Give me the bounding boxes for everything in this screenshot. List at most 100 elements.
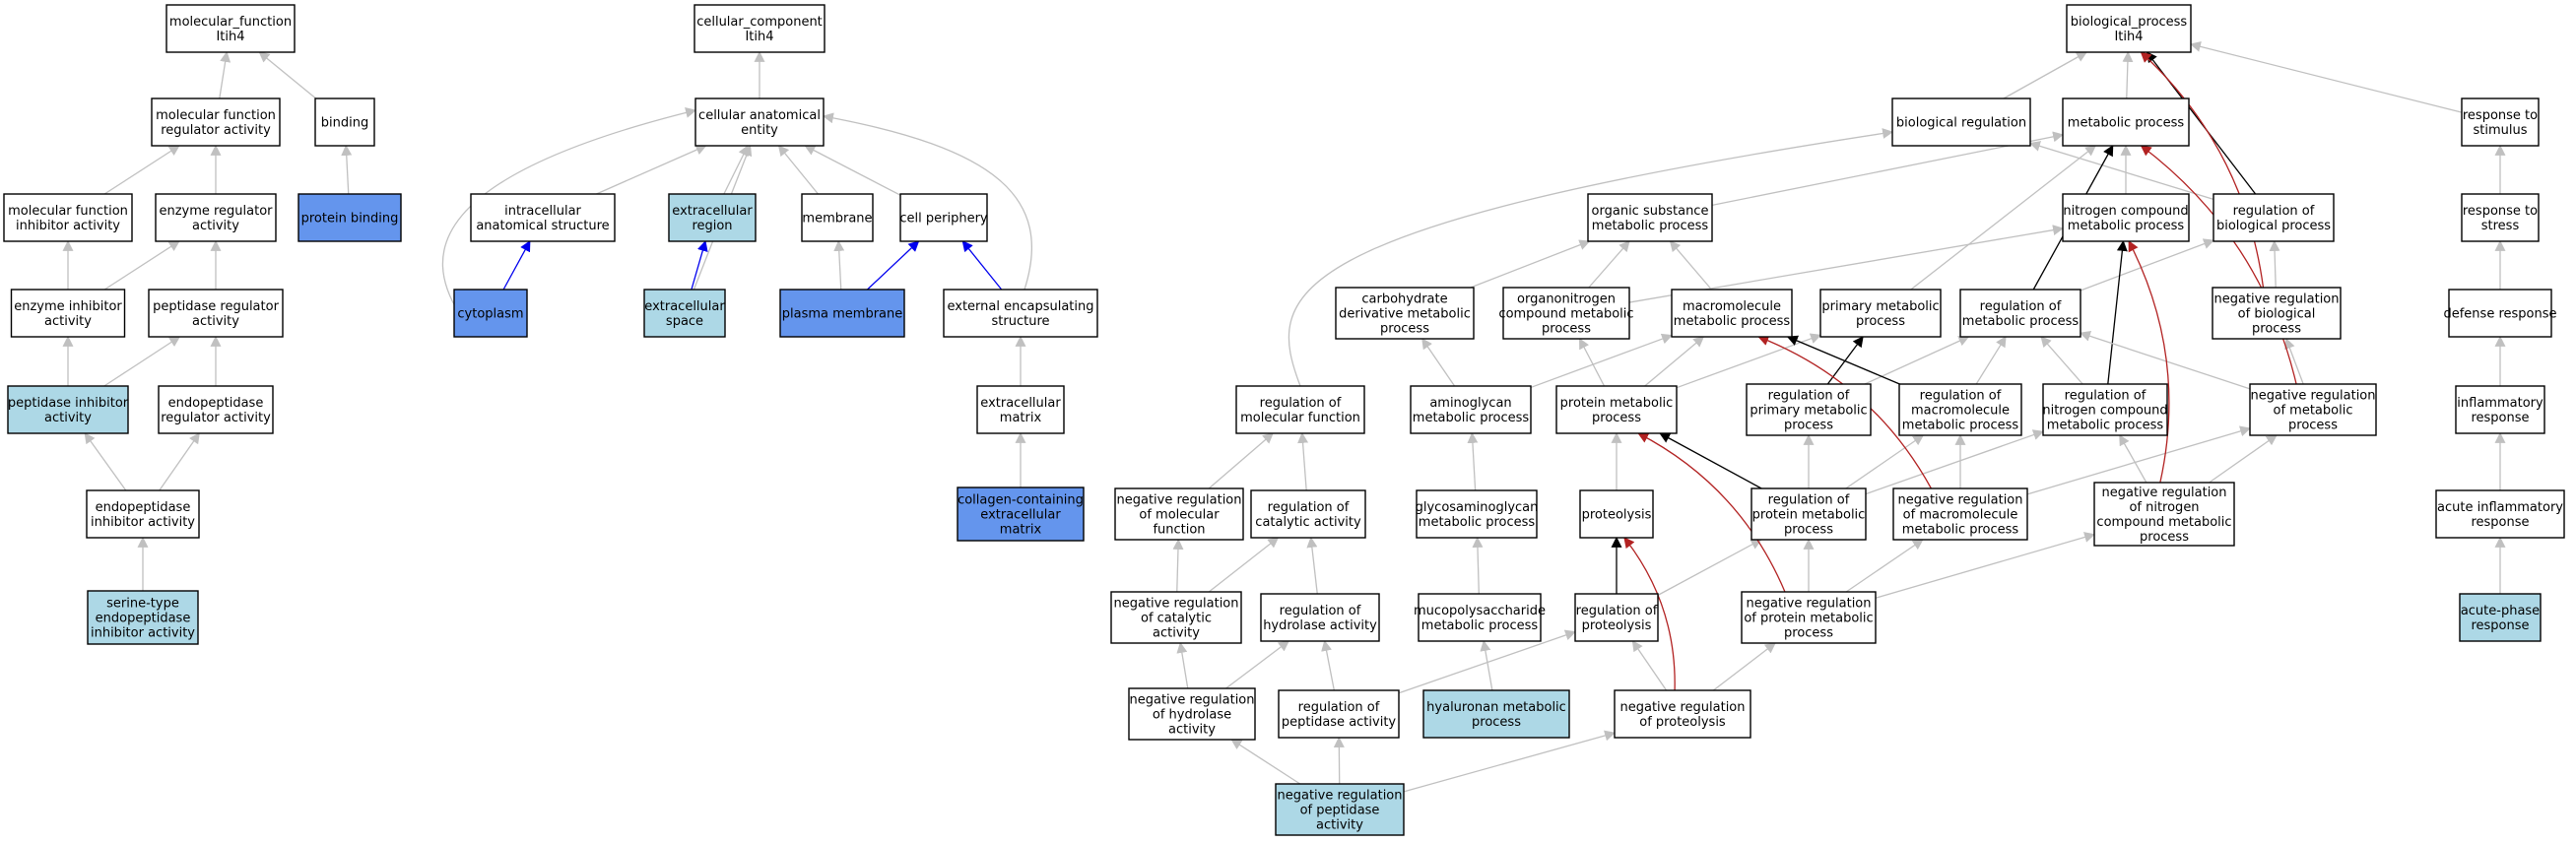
edge-biological_regulation-to-bp_root	[2003, 51, 2088, 99]
node-label-line: metabolic process	[1419, 515, 1536, 530]
node-label-line: function	[1153, 523, 1205, 538]
edge-mucopolysaccharide-to-glycosaminoglycan	[1472, 536, 1484, 595]
node-protein-binding[interactable]: protein binding	[297, 193, 402, 242]
edge-cytoplasm-to-intracellular_structure	[502, 240, 531, 291]
node-proteolysis[interactable]: proteolysis	[1579, 489, 1654, 539]
node-label-line: negative regulation	[1113, 597, 1238, 612]
node-binding[interactable]: binding	[314, 97, 375, 147]
edge-neg_reg_nitrogen-to-nitrogen_compound	[2128, 240, 2170, 484]
node-box	[1250, 489, 1366, 539]
edge-neg_reg_biological-to-bp_root	[2140, 51, 2265, 289]
node-box	[1819, 289, 1942, 338]
edge-neg_reg_protein_metabolic-to-protein_metabolic	[1637, 432, 1786, 593]
node-plasma-membrane[interactable]: plasma membrane	[779, 289, 905, 338]
node-label-line: intracellular	[504, 204, 581, 219]
node-biological-regulation[interactable]: biological regulation	[1891, 97, 2031, 147]
node-metabolic-process[interactable]: metabolic process	[2062, 97, 2190, 147]
node-box	[957, 486, 1085, 542]
node-box	[2249, 383, 2377, 436]
node-label-line: anatomical structure	[476, 219, 609, 233]
node-label-line: process	[2252, 322, 2301, 337]
node-label-line: negative regulation	[2250, 389, 2375, 404]
edge-neg_reg_nitrogen-to-neg_reg_metabolic	[2209, 434, 2278, 484]
node-cell-periphery[interactable]: cell periphery	[899, 193, 988, 242]
node-box	[1502, 287, 1630, 340]
node-label-line: enzyme inhibitor	[14, 299, 122, 314]
node-membrane[interactable]: membrane	[801, 193, 874, 242]
node-label-line: metabolic process	[1962, 314, 2080, 329]
node-label-line: endopeptidase	[168, 396, 264, 411]
node-label-line: Itih4	[745, 30, 773, 44]
node-label-line: nitrogen compound	[2042, 404, 2167, 419]
node-cytoplasm[interactable]: cytoplasm	[453, 289, 528, 338]
edge-mf_inhibitor-to-mf_regulator	[103, 145, 180, 195]
node-defense-response[interactable]: defense response	[2443, 289, 2557, 338]
node-label-line: activity	[44, 411, 92, 425]
edge-response_stimulus-to-bp_root	[2189, 40, 2463, 113]
node-label-line: regulation of	[1280, 604, 1361, 618]
edge-organic_substance-to-metabolic_process	[1711, 131, 2065, 206]
node-label-line: regulator activity	[161, 411, 271, 425]
node-label-line: regulation of	[1980, 299, 2062, 314]
node-label-line: primary metabolic	[1821, 299, 1939, 314]
node-label-line: inflammatory	[2457, 396, 2543, 411]
